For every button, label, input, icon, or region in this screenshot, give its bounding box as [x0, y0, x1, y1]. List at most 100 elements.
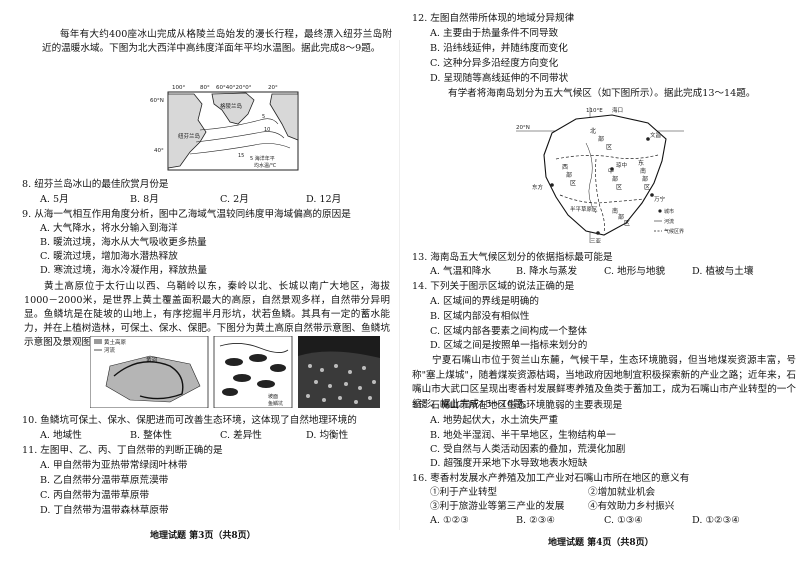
question-13-option-b[interactable]: B. 降水与蒸发 — [516, 266, 578, 277]
question-11-option-d[interactable]: D. 丁自然带为温带森林草原带 — [40, 505, 169, 516]
zone-label-central: 区 — [616, 184, 622, 191]
question-14-option-a[interactable]: A. 区域间的界线是明确的 — [430, 296, 539, 307]
question-16-choice-3: ③利于旅游业等第三产业的发展 — [430, 501, 565, 512]
question-12-option-a[interactable]: A. 主要由于热量条件不同导致 — [430, 28, 559, 39]
question-16-choice-2: ②增加就业机会 — [588, 487, 656, 498]
north-atlantic-sst-map: 100° 80° 60°40°20°0° 20° 60°N 40° 5 10 1… — [150, 80, 300, 172]
question-16-stem: 16. 枣香村发展水产养殖及加工产业对石嘴山市所在地区的意义有 — [412, 473, 690, 484]
question-9-option-b[interactable]: B. 暖流过境，海水从大气吸收更多热量 — [40, 237, 207, 248]
map2-lat-label: 20°N — [516, 125, 530, 131]
zone-label-north: 区 — [606, 144, 612, 151]
city-label-sanya: 三亚 — [590, 238, 602, 245]
legend-river: 河流 — [664, 218, 674, 225]
question-15-option-b[interactable]: B. 地处半湿润、半干旱地区，生物结构单一 — [430, 430, 616, 441]
question-12-option-b[interactable]: B. 沿纬线延伸，并随纬度而变化 — [430, 43, 568, 54]
question-9-option-a[interactable]: A. 大气降水，将水分输入到海洋 — [40, 223, 178, 234]
river-label: 黄河 — [146, 356, 158, 364]
question-16-option-c[interactable]: C. ①③④ — [604, 515, 643, 526]
question-14-option-d[interactable]: D. 区域之间是按照单一指标来划分的 — [430, 340, 588, 351]
city-label-wanning: 万宁 — [654, 195, 666, 203]
question-11-option-c[interactable]: C. 丙自然带为温带草原带 — [40, 490, 150, 501]
isotherm-value: 5 — [262, 114, 265, 120]
question-16-option-b[interactable]: B. ②③④ — [516, 515, 555, 526]
natural-zone-map-panel: 黄土高原 河流 黄河 — [89, 335, 209, 409]
map1-lon-label: 20° — [268, 85, 278, 91]
question-16-option-a[interactable]: A. ①②③ — [430, 515, 469, 526]
city-marker — [646, 137, 650, 141]
zone-label-west: 区 — [570, 180, 576, 187]
left-page: 每年有大约400座冰山完成从格陵兰岛始发的漫长行程，最终漂入纽芬兰岛附近的温暖水… — [0, 0, 392, 565]
zone-label-southeast: 部 — [642, 175, 648, 183]
map2-city-haikou: 海口 — [612, 106, 623, 114]
place-label-newfoundland: 纽芬兰岛 — [178, 132, 201, 140]
city-marker — [610, 167, 614, 171]
question-8-option-b[interactable]: B. 8月 — [130, 194, 159, 205]
yellow-river-line — [113, 361, 184, 400]
legend-city-icon — [658, 209, 662, 213]
question-9-option-d[interactable]: D. 寒流过境，海水冷凝作用，释放热量 — [40, 265, 207, 276]
question-8-option-a[interactable]: A. 5月 — [40, 194, 69, 205]
zone-label-central: 部 — [612, 175, 618, 183]
zone-label-north: 部 — [598, 135, 604, 143]
question-11-option-a[interactable]: A. 甲自然带为亚热带常绿阔叶林带 — [40, 460, 188, 471]
zone-boundary — [595, 158, 605, 234]
question-10-stem: 10. 鱼鳞坑可保土、保水、保肥进而可改善生态环境，这体现了自然地理环境的 — [22, 415, 357, 426]
map2-lon-label: 110°E — [586, 108, 603, 114]
question-8-option-d[interactable]: D. 12月 — [306, 194, 342, 205]
question-8-option-c[interactable]: C. 2月 — [220, 194, 249, 205]
europe-landmass — [269, 93, 299, 141]
legend-boundary: 气候区界 — [664, 228, 684, 235]
isotherm-value: 15 — [238, 153, 244, 159]
city-marker — [550, 183, 554, 187]
zone-label-north: 北 — [590, 127, 596, 135]
isotherm-line — [195, 131, 285, 143]
question-10-option-a[interactable]: A. 地域性 — [40, 430, 82, 441]
question-12-option-d[interactable]: D. 呈现随等高线延伸的不同带状 — [430, 73, 569, 84]
city-label-qiongzhong: 琼中 — [616, 161, 627, 169]
question-14-option-c[interactable]: C. 区域内部各要素之间构成一个整体 — [430, 326, 588, 337]
question-13-option-d[interactable]: D. 植被与土壤 — [692, 266, 754, 277]
question-13-option-c[interactable]: C. 地形与地貌 — [604, 266, 666, 277]
question-12-option-c[interactable]: C. 这种分异多沿经度方向变化 — [430, 58, 559, 69]
intro-passage-15-16: 宁夏石嘴山市位于贺兰山东麓，气候干旱，生态环境脆弱，但当地煤炭资源丰富，号称"塞… — [412, 355, 796, 410]
hainan-island-outline — [543, 114, 667, 236]
isotherm-line — [189, 143, 291, 155]
question-10-option-b[interactable]: B. 整体性 — [130, 430, 172, 441]
question-10-option-c[interactable]: C. 差异性 — [220, 430, 262, 441]
question-15-stem: 15. 石嘴山市所在地区生态环境脆弱的主要表现是 — [412, 400, 623, 411]
zone-boundary — [559, 194, 645, 204]
map1-lat-label: 60°N — [150, 98, 164, 104]
page-footer-right: 地理试题 第4页（共8页） — [548, 538, 654, 548]
loess-plateau-figure: 黄土高原 河流 黄河 坡面 鱼鳞坑 — [89, 335, 380, 409]
question-10-option-d[interactable]: D. 均衡性 — [306, 430, 349, 441]
intro-passage-8-9: 每年有大约400座冰山完成从格陵兰岛始发的漫长行程，最终漂入纽芬兰岛附近的温暖水… — [42, 29, 392, 54]
question-13-option-a[interactable]: A. 气温和降水 — [430, 266, 491, 277]
question-15-option-d[interactable]: D. 超强度开采地下水导致地表水短缺 — [430, 458, 588, 469]
north-america-landmass — [167, 93, 207, 169]
zone-label-west: 西 — [562, 164, 568, 171]
isotherm-line — [199, 118, 279, 131]
legend-loess: 黄土高原 — [104, 338, 127, 346]
question-9-option-c[interactable]: C. 暖流过境，增加海水潜热释放 — [40, 251, 178, 262]
page-footer-left: 地理试题 第3页（共8页） — [150, 531, 256, 541]
question-13-stem: 13. 海南岛五大气候区划分的依据指标最可能是 — [412, 252, 613, 263]
legend-city: 城市 — [664, 208, 674, 215]
city-marker — [596, 231, 600, 235]
isotherm-value: 10 — [264, 127, 270, 133]
question-14-stem: 14. 下列关于图示区域的说法正确的是 — [412, 281, 575, 292]
city-marker — [650, 193, 654, 197]
legend-river: 河流 — [104, 346, 116, 354]
zone-label-south: 区 — [624, 220, 630, 227]
map1-legend: 5 海洋年平 — [250, 155, 275, 162]
question-14-option-b[interactable]: B. 区域内部没有相似性 — [430, 311, 530, 322]
question-16-option-d[interactable]: D. ①②③④ — [692, 515, 740, 526]
city-label-dongfang: 东方 — [532, 183, 544, 191]
column-divider — [399, 40, 400, 530]
greenland-landmass — [211, 92, 255, 125]
place-label-greenland: 格陵兰岛 — [220, 102, 243, 110]
slope-label: 坡面 — [268, 393, 278, 400]
question-15-option-a[interactable]: A. 地势起伏大，水土流失严重 — [430, 415, 559, 426]
question-15-option-c[interactable]: C. 受自然与人类活动因素的叠加，荒漠化加剧 — [430, 444, 626, 455]
question-11-option-b[interactable]: B. 乙自然带分温带草原荒漠带 — [40, 475, 169, 486]
question-16-choice-4: ④有效助力乡村振兴 — [588, 501, 675, 512]
